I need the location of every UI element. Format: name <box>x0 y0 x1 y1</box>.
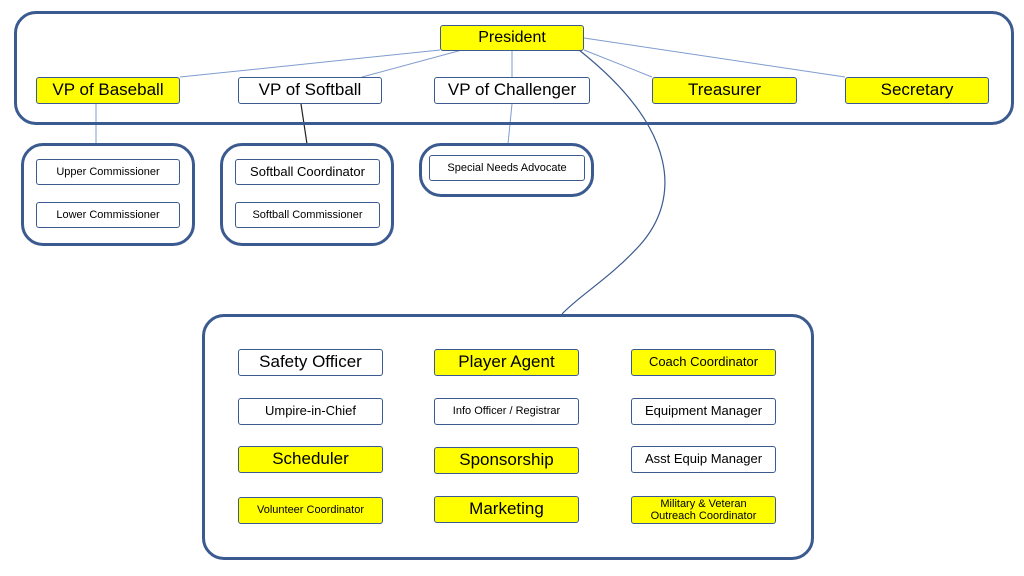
president-box: President <box>440 25 584 51</box>
umpire-in-chief-box: Umpire-in-Chief <box>238 398 383 425</box>
vp-softball-box: VP of Softball <box>238 77 382 104</box>
military-veteran-line2: Outreach Coordinator <box>650 510 757 522</box>
line-president-secretary <box>583 37 846 78</box>
military-veteran-line1: Military & Veteran <box>660 497 747 510</box>
equipment-manager-box: Equipment Manager <box>631 398 776 425</box>
asst-equip-manager-box: Asst Equip Manager <box>631 446 776 473</box>
line-president-vp-baseball <box>179 49 441 78</box>
player-agent-box: Player Agent <box>434 349 579 376</box>
scheduler-box: Scheduler <box>238 446 383 473</box>
marketing-box: Marketing <box>434 496 579 523</box>
military-veteran-box: Military & Veteran Outreach Coordinator <box>631 496 776 524</box>
secretary-box: Secretary <box>845 77 989 104</box>
line-president-treasurer <box>583 49 653 78</box>
sponsorship-box: Sponsorship <box>434 447 579 474</box>
volunteer-coordinator-box: Volunteer Coordinator <box>238 497 383 524</box>
vp-challenger-box: VP of Challenger <box>434 77 590 104</box>
info-officer-box: Info Officer / Registrar <box>434 398 579 425</box>
safety-officer-box: Safety Officer <box>238 349 383 376</box>
lower-commissioner-box: Lower Commissioner <box>36 202 180 228</box>
line-president-vp-softball <box>361 49 463 78</box>
baseball-group <box>21 143 195 246</box>
coach-coordinator-box: Coach Coordinator <box>631 349 776 376</box>
softball-commissioner-box: Softball Commissioner <box>235 202 380 228</box>
challenger-group <box>419 143 594 197</box>
line-president-officers <box>561 49 666 315</box>
special-needs-advocate-box: Special Needs Advocate <box>429 155 585 181</box>
treasurer-box: Treasurer <box>652 77 797 104</box>
softball-group <box>220 143 394 246</box>
board-group <box>14 11 1014 125</box>
softball-coordinator-box: Softball Coordinator <box>235 159 380 185</box>
vp-baseball-box: VP of Baseball <box>36 77 180 104</box>
upper-commissioner-box: Upper Commissioner <box>36 159 180 185</box>
officers-group <box>202 314 814 560</box>
